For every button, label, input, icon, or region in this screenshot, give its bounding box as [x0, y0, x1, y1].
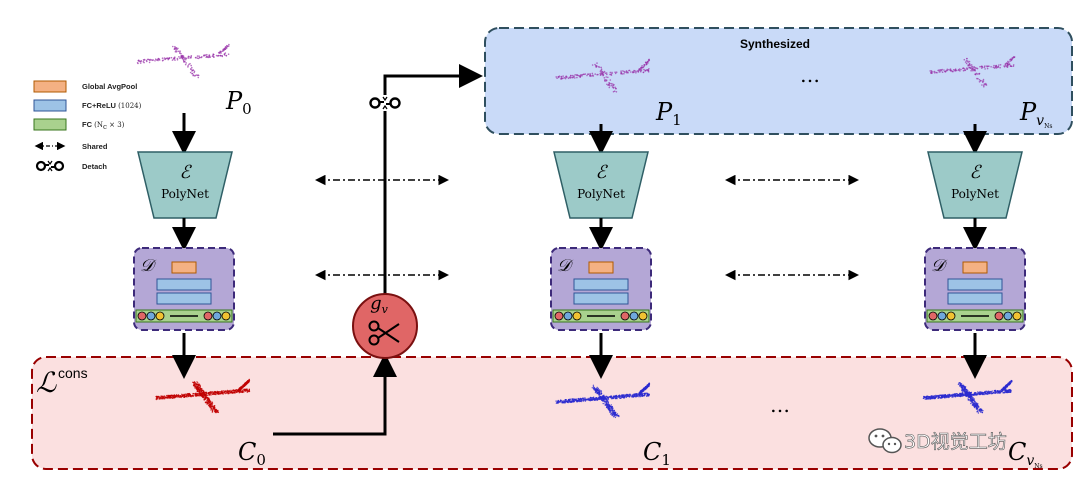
decoder-v-pool-layer: [962, 261, 988, 274]
input-label-pv: PvNs: [1019, 98, 1052, 130]
decoder-v-fc-relu-layer-1: [947, 278, 1003, 291]
watermark-text: 3D视觉工坊: [904, 431, 1007, 453]
encoder-0-symbol: ℰ: [180, 162, 193, 183]
gate-node: gv: [352, 293, 418, 359]
detach-icon: [369, 95, 401, 111]
output-point-cloud-c1: [555, 382, 651, 419]
output-ellipsis: …: [770, 393, 790, 417]
decoder-v-symbol: 𝒟: [931, 256, 948, 276]
synthesized-ellipsis: …: [800, 63, 820, 87]
feedback-path-c0-gate: [273, 353, 397, 436]
encoder-0: ℰ PolyNet: [137, 151, 233, 219]
decoder-1-pool-layer: [588, 261, 614, 274]
decoder-1-fc-relu-layer-2: [573, 292, 629, 305]
input-point-cloud-p1: [555, 58, 651, 93]
gate-symbol: gv: [370, 293, 389, 316]
scissors-icon: [368, 320, 400, 346]
legend-label-shared: Shared: [82, 142, 108, 151]
decoder-0-fc-relu-layer-1: [156, 278, 212, 291]
decoder-v-fc-relu-layer-2: [947, 292, 1003, 305]
decoder-1-symbol: 𝒟: [557, 256, 574, 276]
input-label-p0: P0: [225, 87, 252, 118]
decoder-1: 𝒟: [550, 247, 652, 331]
legend-label-fc-relu: FC+ReLU (1024): [82, 101, 142, 110]
output-label-c1: C1: [643, 438, 671, 469]
wechat-icon: [868, 428, 902, 454]
input-point-cloud-pv: [929, 56, 1016, 88]
encoder-v: ℰ PolyNet: [927, 151, 1023, 219]
decoder-0-symbol: 𝒟: [140, 256, 157, 276]
encoder-1: ℰ PolyNet: [553, 151, 649, 219]
decoder-v: 𝒟: [924, 247, 1026, 331]
synthesized-label: Synthesized: [740, 37, 810, 51]
input-point-cloud-p0: [136, 43, 230, 79]
legend-label-pool: Global AvgPool: [82, 82, 137, 91]
legend-swatch-pool: [33, 80, 67, 93]
output-label-c0: C0: [238, 438, 266, 469]
synthesized-region: [484, 27, 1073, 135]
decoder-0-pool-layer: [171, 261, 197, 274]
legend-detach-icon: [35, 160, 65, 172]
output-label-cv: CvNs: [1008, 438, 1043, 470]
legend-swatch-fc: [33, 118, 67, 131]
decoder-0-fc-relu-layer-2: [156, 292, 212, 305]
input-label-p1: P1: [655, 98, 682, 129]
decoder-1-fc-relu-layer-1: [573, 278, 629, 291]
encoder-1-symbol: ℰ: [596, 162, 609, 183]
consistency-label: cons: [58, 365, 88, 381]
output-point-cloud-c0: [155, 378, 251, 414]
encoder-v-symbol: ℰ: [970, 162, 983, 183]
legend-label-detach: Detach: [82, 162, 107, 171]
shared-arrows: [315, 174, 859, 281]
legend: Global AvgPool FC+ReLU (1024) FC (Nc × 3…: [33, 80, 142, 172]
encoder-1-name: PolyNet: [577, 187, 625, 201]
decoder-0: 𝒟: [133, 247, 235, 331]
watermark: 3D视觉工坊: [868, 428, 1007, 454]
consistency-region: [31, 356, 1073, 470]
consistency-symbol: ℒ: [36, 366, 57, 399]
legend-label-fc: FC (Nc × 3): [82, 120, 125, 131]
feedback-path-gate-synth: [383, 64, 483, 296]
encoder-v-name: PolyNet: [951, 187, 999, 201]
output-point-cloud-cv: [922, 379, 1013, 414]
encoder-0-name: PolyNet: [161, 187, 209, 201]
legend-swatch-fc-relu: [33, 99, 67, 112]
